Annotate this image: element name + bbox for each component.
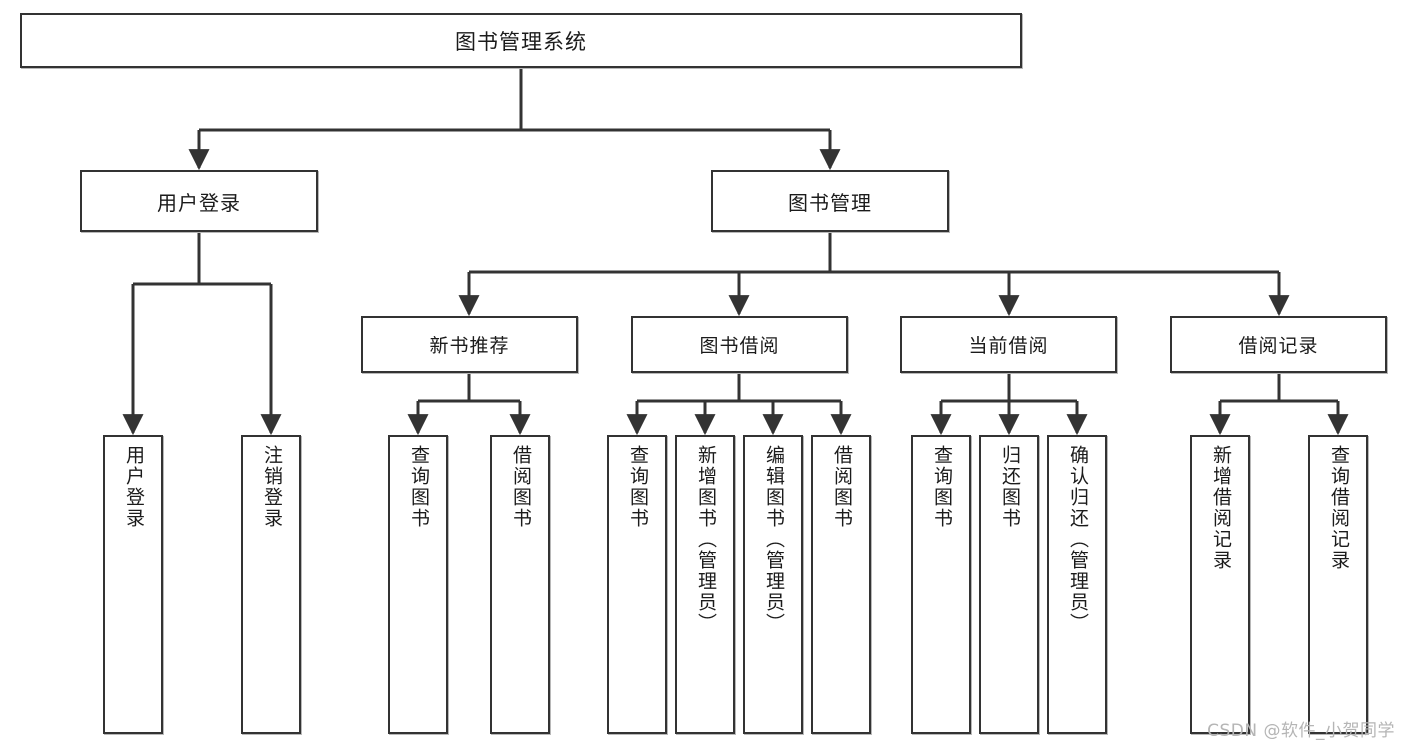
node-new-book-recommend[interactable]: 新书推荐 xyxy=(361,316,578,373)
node-leaf-user-login-label: 用户登录 xyxy=(122,445,145,529)
node-current-borrow-label: 当前借阅 xyxy=(968,335,1049,357)
node-leaf-add-book-admin[interactable]: 新增图书（管理员） xyxy=(675,435,735,734)
node-leaf-add-borrow-record[interactable]: 新增借阅记录 xyxy=(1190,435,1250,734)
csdn-watermark: CSDN @软件_小贺同学 xyxy=(1207,721,1395,741)
node-root-system[interactable]: 图书管理系统 xyxy=(20,13,1022,68)
node-leaf-edit-book-admin[interactable]: 编辑图书（管理员） xyxy=(743,435,803,734)
node-borrow-record-label: 借阅记录 xyxy=(1238,335,1319,357)
node-leaf-query-book-current[interactable]: 查询图书 xyxy=(911,435,971,734)
node-leaf-add-book-admin-label: 新增图书（管理员） xyxy=(694,445,717,634)
node-new-book-recommend-label: 新书推荐 xyxy=(429,335,510,357)
node-borrow-record[interactable]: 借阅记录 xyxy=(1170,316,1387,373)
node-leaf-confirm-return-admin[interactable]: 确认归还（管理员） xyxy=(1047,435,1107,734)
node-leaf-query-book-borrow-label: 查询图书 xyxy=(626,445,649,529)
node-leaf-query-borrow-record-label: 查询借阅记录 xyxy=(1327,445,1350,571)
node-user-login[interactable]: 用户登录 xyxy=(80,170,318,232)
node-leaf-return-book[interactable]: 归还图书 xyxy=(979,435,1039,734)
node-book-management[interactable]: 图书管理 xyxy=(711,170,949,232)
node-leaf-logout[interactable]: 注销登录 xyxy=(241,435,301,734)
node-book-management-label: 图书管理 xyxy=(788,190,872,215)
node-leaf-logout-label: 注销登录 xyxy=(260,445,283,529)
node-root-label: 图书管理系统 xyxy=(455,29,587,54)
node-leaf-borrow-book[interactable]: 借阅图书 xyxy=(811,435,871,734)
node-user-login-label: 用户登录 xyxy=(157,190,241,215)
node-leaf-query-book-recommend[interactable]: 查询图书 xyxy=(388,435,448,734)
node-leaf-query-book-borrow[interactable]: 查询图书 xyxy=(607,435,667,734)
node-book-borrow-label: 图书借阅 xyxy=(699,335,780,357)
node-leaf-confirm-return-admin-label: 确认归还（管理员） xyxy=(1066,445,1089,634)
node-leaf-borrow-book-recommend[interactable]: 借阅图书 xyxy=(490,435,550,734)
node-leaf-borrow-book-recommend-label: 借阅图书 xyxy=(509,445,532,529)
node-leaf-add-borrow-record-label: 新增借阅记录 xyxy=(1209,445,1232,571)
node-leaf-query-borrow-record[interactable]: 查询借阅记录 xyxy=(1308,435,1368,734)
node-leaf-query-book-current-label: 查询图书 xyxy=(930,445,953,529)
node-leaf-borrow-book-label: 借阅图书 xyxy=(830,445,853,529)
node-leaf-edit-book-admin-label: 编辑图书（管理员） xyxy=(762,445,785,634)
node-current-borrow[interactable]: 当前借阅 xyxy=(900,316,1117,373)
node-leaf-query-book-recommend-label: 查询图书 xyxy=(407,445,430,529)
node-leaf-return-book-label: 归还图书 xyxy=(998,445,1021,529)
node-book-borrow[interactable]: 图书借阅 xyxy=(631,316,848,373)
node-leaf-user-login[interactable]: 用户登录 xyxy=(103,435,163,734)
